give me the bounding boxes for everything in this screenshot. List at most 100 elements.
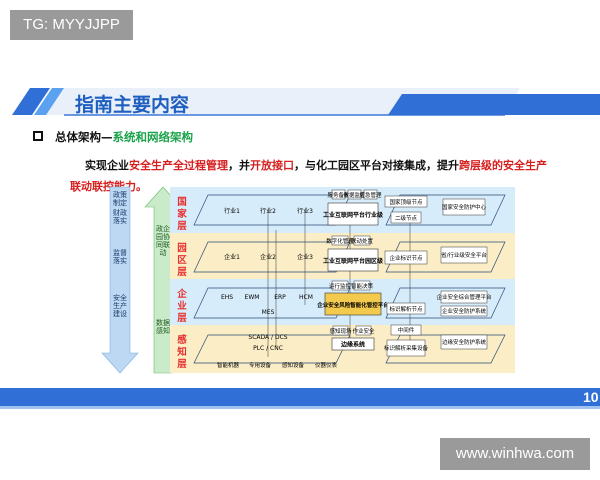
- desc-p1-c: ，并: [228, 159, 250, 172]
- description-line-1: 实现企业安全生产全过程管理，并开放接口，与化工园区平台对接集成，提升跨层级的安全…: [85, 157, 547, 173]
- desc-p1-a: 实现企业: [85, 159, 129, 172]
- desc-p1-e: ，与化工园区平台对接集成，提升: [294, 159, 459, 172]
- enterprise-plane-left: [193, 287, 351, 319]
- sensing-tag-1: 感知现场: [329, 327, 352, 335]
- national-right-box: [442, 198, 486, 216]
- national-tag-2: 数据监管: [343, 191, 366, 199]
- sensing-platform: 边缘系统: [340, 341, 365, 349]
- enterprise-right-box: [440, 290, 488, 304]
- sensing-node-scada: SCADA / DCS: [248, 334, 287, 341]
- sensing-right-box: [440, 334, 488, 350]
- sensing-node-sensor: 感知设备: [282, 361, 305, 369]
- enterprise-node-ewm: EWM: [245, 294, 260, 301]
- enterprise-right-box: [440, 305, 488, 317]
- tag-label: TG: MYYJJPP: [10, 10, 133, 40]
- park-tag-2: 联动处置: [351, 237, 374, 245]
- park-platform-box: [327, 248, 379, 272]
- sensing-node-meter: 仪器仪表: [315, 361, 338, 369]
- page-number: 10: [583, 389, 599, 405]
- enterprise-tag-box: [331, 280, 349, 291]
- enterprise-node-hcm: HCM: [299, 294, 313, 301]
- sensing-node-special: 专用设备: [249, 361, 272, 369]
- enterprise-tag-box: [353, 280, 371, 291]
- national-node-1: 行业1: [224, 207, 240, 215]
- enterprise-platform-box: [324, 292, 382, 316]
- national-tag-box: [347, 189, 362, 200]
- national-right-box: [384, 195, 428, 208]
- left-item-safety: 安全生产建设: [113, 293, 127, 318]
- park-right-1: 企业标识节点: [389, 254, 423, 262]
- park-node-2: 企业2: [260, 253, 276, 261]
- enterprise-right-1: 标识解析节点: [389, 305, 423, 313]
- sensing-right-2: 标识解析采集设备: [384, 344, 429, 352]
- sensing-tag-2: 作业安全: [352, 327, 375, 335]
- right-item-collab: 政企园协同联动: [156, 224, 170, 257]
- national-tag-box: [363, 189, 378, 200]
- national-layer: 行业1 行业2 行业3 服务备份 数据监管 应急管理 工业互联网平台行业级 国家…: [224, 189, 487, 226]
- right-item-sensing: 数据感知: [156, 318, 170, 335]
- enterprise-tag-1: 运行监控: [329, 282, 352, 290]
- enterprise-right-3: 企业安全防护系统: [442, 307, 487, 315]
- layer-label-park: 园区层: [177, 243, 187, 278]
- subtitle: 总体架构—系统和网络架构: [55, 129, 193, 145]
- enterprise-node-ehs: EHS: [221, 294, 233, 301]
- sensing-right-box: [386, 339, 426, 357]
- national-right-1: 国家顶级节点: [389, 198, 423, 206]
- enterprise-node-mes: MES: [262, 309, 275, 316]
- sensing-layer: SCADA / DCS PLC / CNC 智能机器 专用设备 感知设备 仪器仪…: [217, 324, 488, 369]
- sensing-right-1: 中间件: [398, 326, 415, 334]
- left-item-supervise: 监督落实: [113, 248, 127, 265]
- national-tag-box: [331, 189, 346, 200]
- footer-bar: [0, 388, 600, 406]
- park-tag-box: [331, 235, 349, 246]
- sensing-platform-box: [331, 337, 375, 351]
- park-node-1: 企业1: [224, 253, 240, 261]
- sensing-tag-box: [355, 325, 372, 336]
- architecture-diagram: 政策制定 财政落实 监督落实 安全生产建设 政企园协同联动 数据感知 国家层 园…: [101, 186, 515, 374]
- national-tag-3: 应急管理: [359, 191, 382, 199]
- national-tag-1: 服务备份: [327, 191, 350, 199]
- left-policy-arrow: 政策制定 财政落实 监督落实 安全生产建设: [101, 186, 139, 374]
- header-stripe-light: [34, 88, 66, 115]
- park-node-3: 企业3: [297, 253, 313, 261]
- park-right-box: [440, 246, 488, 264]
- sensing-node-plc: PLC / CNC: [253, 345, 283, 352]
- layer-label-sensing: 感知层: [176, 334, 187, 370]
- enterprise-tag-2: 智能决策: [351, 282, 374, 290]
- enterprise-node-erp: ERP: [274, 294, 286, 301]
- national-platform-box: [327, 202, 379, 226]
- left-item-policy: 政策制定: [113, 190, 127, 207]
- enterprise-layer: EHS EWM ERP HCM MES 运行监控 智能决策 企业安全风险智能化管…: [221, 280, 492, 317]
- layer-label-national: 国家层: [177, 197, 187, 232]
- park-right-box: [384, 250, 428, 265]
- layer-label-enterprise: 企业层: [176, 288, 187, 324]
- park-tag-1: 数字化管理: [326, 237, 354, 245]
- header-accent-bar: [388, 94, 600, 115]
- park-layer: 企业1 企业2 企业3 数字化管理 联动处置 工业互联网平台园区级 企业标识节点…: [224, 235, 488, 272]
- park-platform: 工业互联网平台园区级: [323, 257, 383, 265]
- enterprise-platform: 企业安全风险智能化管控平台: [316, 301, 389, 309]
- enterprise-right-2: 企业安全综合管理平台: [436, 293, 492, 301]
- sensing-tag-box: [332, 325, 349, 336]
- desc-p1-f: 跨层级的安全生产: [459, 159, 547, 172]
- national-right-3: 国家安全防护中心: [442, 203, 487, 211]
- national-node-3: 行业3: [297, 207, 313, 215]
- enterprise-right-box: [386, 302, 426, 315]
- national-node-2: 行业2: [260, 207, 276, 215]
- sensing-node-robot: 智能机器: [217, 361, 240, 369]
- down-arrow-icon: [101, 186, 139, 374]
- sensing-plane-left: [193, 334, 351, 364]
- subtitle-prefix: 总体架构—: [55, 130, 113, 144]
- subtitle-highlight: 系统和网络架构: [112, 130, 194, 144]
- watermark-label: www.winhwa.com: [440, 438, 590, 470]
- national-plane-right: [385, 194, 506, 226]
- page-title: 指南主要内容: [75, 94, 190, 116]
- header-stripe-dark: [12, 88, 50, 115]
- sensing-right-box: [390, 324, 422, 336]
- national-right-2: 二级节点: [395, 214, 418, 222]
- desc-p1-b: 安全生产全过程管理: [129, 159, 228, 172]
- header-band: [12, 88, 600, 116]
- desc-p1-d: 开放接口: [250, 159, 294, 172]
- subtitle-bullet-icon: [33, 131, 43, 141]
- national-platform: 工业互联网平台行业级: [323, 211, 383, 219]
